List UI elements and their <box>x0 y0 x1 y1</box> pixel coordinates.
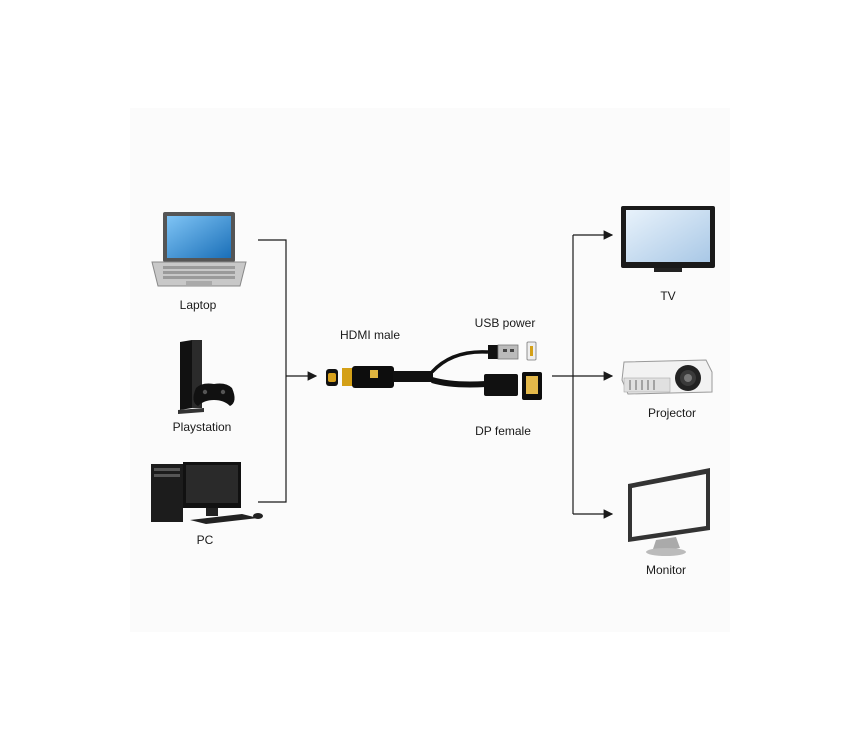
projector-label: Projector <box>647 406 697 420</box>
tv-label: TV <box>660 289 676 303</box>
target-connector-lines <box>552 230 614 519</box>
monitor-icon <box>628 468 710 556</box>
usb-power-label: USB power <box>474 316 536 330</box>
dp-female-label: DP female <box>475 424 531 438</box>
source-connector-lines <box>258 239 318 503</box>
dp-female-connector-icon <box>484 372 542 400</box>
pc-icon <box>151 462 263 524</box>
playstation-icon <box>178 340 235 414</box>
hdmi-male-label: HDMI male <box>339 328 401 342</box>
laptop-icon <box>151 212 247 287</box>
monitor-label: Monitor <box>645 563 687 577</box>
laptop-label: Laptop <box>179 298 217 312</box>
usb-plug-icon <box>488 341 537 361</box>
hdmi-male-connector-icon <box>326 369 338 386</box>
pc-label: PC <box>196 533 214 547</box>
playstation-label: Playstation <box>172 420 232 434</box>
tv-icon <box>621 206 715 272</box>
projector-icon <box>621 359 713 395</box>
adapter-cable-icon <box>342 350 489 388</box>
